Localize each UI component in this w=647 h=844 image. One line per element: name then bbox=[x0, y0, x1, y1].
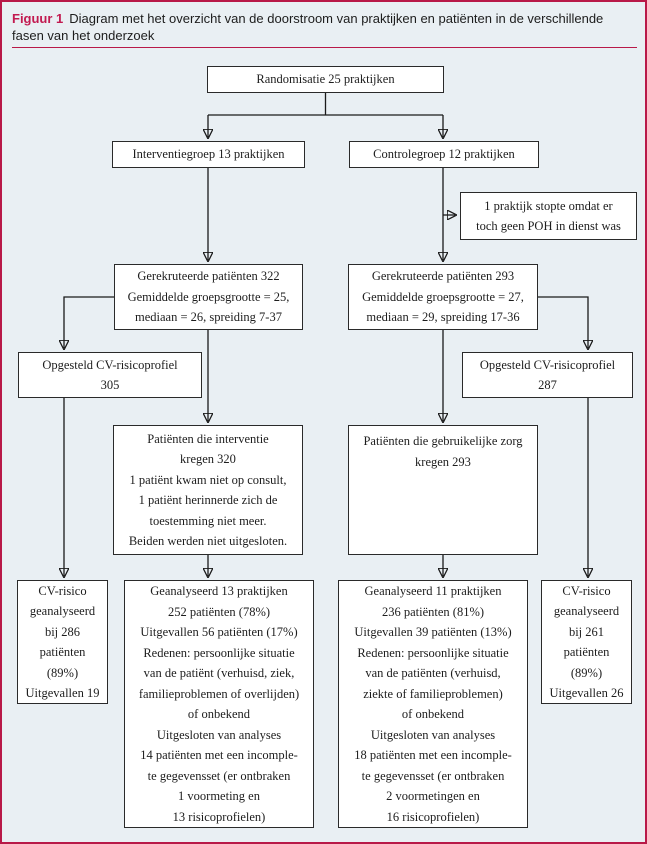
connector-randomisatie-split bbox=[208, 93, 443, 116]
connector-to-opgesteld-controle bbox=[538, 296, 588, 348]
node-interventiegroep: Interventiegroep 13 praktijken bbox=[112, 141, 305, 168]
node-randomisatie: Randomisatie 25 praktijken bbox=[207, 66, 444, 93]
node-controlegroep: Controlegroep 12 praktijken bbox=[349, 141, 539, 168]
caption-divider bbox=[12, 47, 637, 48]
figure-caption-text: Diagram met het overzicht van de doorstr… bbox=[12, 11, 604, 43]
figure-label: Figuur 1 bbox=[12, 11, 64, 26]
connector-to-opgesteld-interventie bbox=[64, 296, 114, 348]
